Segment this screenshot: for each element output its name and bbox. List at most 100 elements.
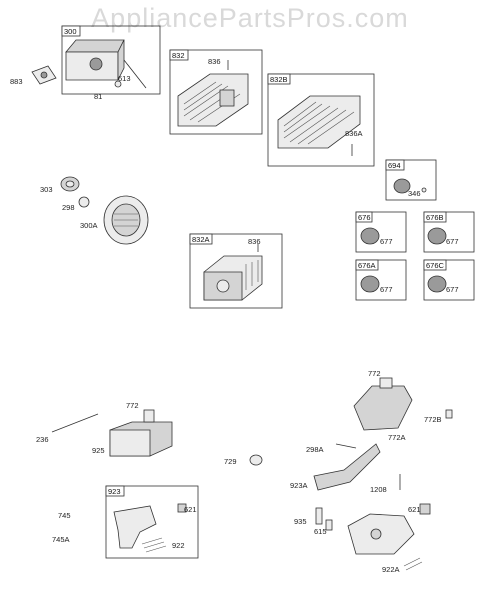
link-298A[interactable] (335, 443, 357, 449)
box-300-tab (61, 25, 81, 37)
box-832A-frame (189, 233, 283, 309)
label-303: 303 (40, 185, 53, 194)
group-676: 676 677 (355, 211, 407, 253)
washer-298[interactable] (78, 196, 90, 208)
box-label-300[interactable]: 300 (64, 27, 77, 36)
part-676C[interactable] (427, 275, 447, 293)
guard-832-body[interactable] (177, 73, 249, 127)
screw-615[interactable] (325, 519, 333, 531)
clip-621-b[interactable] (419, 503, 431, 515)
fuel-tank-925-front (109, 429, 151, 457)
group-676B: 676B 677 (423, 211, 475, 253)
spring-922[interactable] (141, 537, 167, 553)
bushing-729[interactable] (249, 454, 263, 466)
screw-772B[interactable] (445, 409, 453, 419)
link-236[interactable] (51, 413, 99, 433)
label-81: 81 (94, 92, 102, 101)
label-1208: 1208 (370, 485, 387, 494)
muffler-300A-slots (114, 213, 138, 227)
group-832B: 832B (267, 73, 375, 167)
box-676A-frame (355, 259, 407, 301)
label-935: 935 (294, 517, 307, 526)
box-label-694[interactable]: 694 (388, 161, 401, 170)
box-676-tab (355, 211, 373, 223)
label-677-a: 677 (380, 237, 393, 246)
guard-832-grill (183, 81, 241, 123)
screw-613[interactable] (123, 59, 147, 89)
nut-81[interactable] (114, 80, 122, 88)
deflector-303-inner-icon (65, 180, 75, 188)
group-676A: 676A 677 (355, 259, 407, 301)
label-772-b: 772 (368, 369, 381, 378)
gasket-883-hole-icon (40, 71, 48, 79)
label-925: 925 (92, 446, 105, 455)
box-676B-frame (423, 211, 475, 253)
box-label-832B[interactable]: 832B (270, 75, 288, 84)
box-832-tab (169, 49, 189, 61)
box-676B-tab (423, 211, 447, 223)
label-615: 615 (314, 527, 327, 536)
box-832A-tab (189, 233, 213, 245)
group-300: 300 (61, 25, 161, 95)
control-lever-923A[interactable] (313, 443, 381, 491)
screw-346[interactable] (421, 187, 427, 193)
fuel-cap-772[interactable] (143, 409, 155, 423)
box-676C-frame (423, 259, 475, 301)
label-922: 922 (172, 541, 185, 550)
box-832-frame (169, 49, 263, 135)
label-772B: 772B (424, 415, 442, 424)
label-621-b: 621 (408, 505, 421, 514)
box-label-676B[interactable]: 676B (426, 213, 444, 222)
box-label-676[interactable]: 676 (358, 213, 371, 222)
group-fuel-tank (51, 409, 173, 457)
box-923-tab (105, 485, 125, 497)
label-298A: 298A (306, 445, 324, 454)
box-694-tab (385, 159, 405, 171)
label-621-a: 621 (184, 505, 197, 514)
label-300A: 300A (80, 221, 98, 230)
box-label-832A[interactable]: 832A (192, 235, 210, 244)
guard-832-vent (219, 89, 235, 107)
label-836-a: 836 (208, 57, 221, 66)
muffler-port-icon (89, 57, 103, 71)
box-label-676C[interactable]: 676C (426, 261, 445, 270)
part-676[interactable] (360, 227, 380, 245)
clip-621-a[interactable] (177, 503, 187, 513)
group-923: 923 (105, 485, 199, 559)
guard-832B-body[interactable] (277, 95, 361, 149)
screw-935[interactable] (315, 507, 323, 525)
control-bracket-923[interactable] (113, 505, 157, 549)
label-922A: 922A (382, 565, 400, 574)
group-694: 694 (385, 159, 437, 201)
box-676-frame (355, 211, 407, 253)
box-676A-tab (355, 259, 379, 271)
label-836-b: 836 (248, 237, 261, 246)
label-298: 298 (62, 203, 75, 212)
label-677-c: 677 (380, 285, 393, 294)
part-694[interactable] (393, 178, 411, 194)
guard-832A-grill (245, 260, 259, 290)
label-923A: 923A (290, 481, 308, 490)
part-676B[interactable] (427, 227, 447, 245)
label-236: 236 (36, 435, 49, 444)
label-729: 729 (224, 457, 237, 466)
fuel-cap-772-b[interactable] (379, 377, 393, 389)
label-677-b: 677 (446, 237, 459, 246)
label-745: 745 (58, 511, 71, 520)
carburetor-port-icon (370, 528, 382, 540)
label-677-d: 677 (446, 285, 459, 294)
fuel-tank-right[interactable] (353, 385, 413, 431)
box-label-676A[interactable]: 676A (358, 261, 376, 270)
spring-922A[interactable] (403, 557, 423, 571)
label-613: 613 (118, 74, 131, 83)
box-832B-tab (267, 73, 291, 85)
box-label-832[interactable]: 832 (172, 51, 185, 60)
label-772-a: 772 (126, 401, 139, 410)
box-300-frame (61, 25, 161, 95)
group-832A: 832A (189, 233, 283, 309)
muffler-top[interactable] (65, 39, 125, 53)
label-836A: 836A (345, 129, 363, 138)
box-label-923[interactable]: 923 (108, 487, 121, 496)
part-676A[interactable] (360, 275, 380, 293)
